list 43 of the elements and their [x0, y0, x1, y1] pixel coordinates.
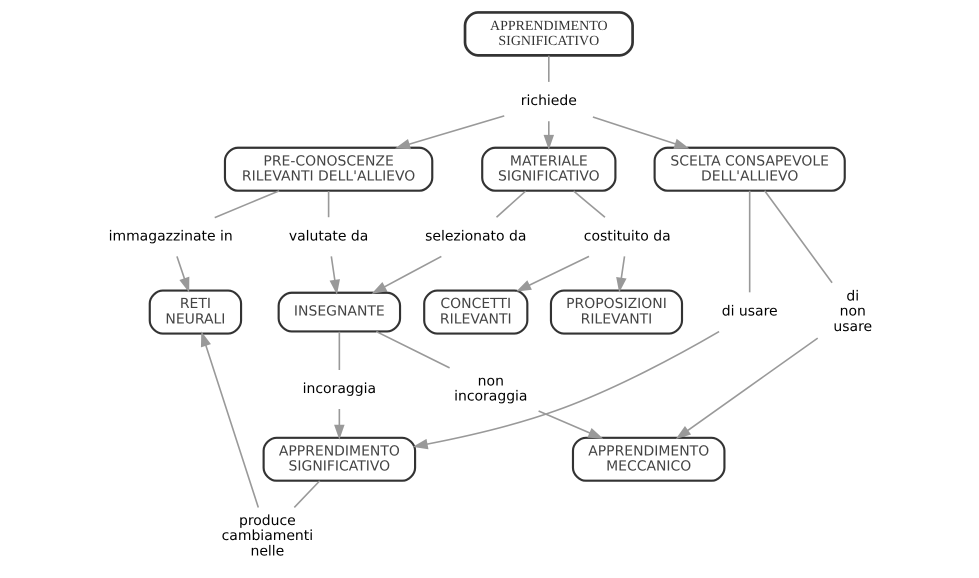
node-text: immagazzinate in: [108, 228, 232, 245]
node-box: SCELTA CONSAPEVOLE DELL'ALLIEVO: [653, 146, 846, 192]
connector: [293, 480, 320, 508]
node-text: richiede: [520, 93, 576, 110]
arrow: [616, 256, 626, 293]
node-text: costituito da: [583, 228, 670, 245]
node-box: APPRENDIMENTO MECCANICO: [571, 436, 725, 482]
node-text: selezionato da: [424, 228, 526, 245]
node-box: CONCETTI RILEVANTI: [422, 290, 528, 335]
node-box: APPRENDIMENTO SIGNIFICATIVO: [463, 11, 634, 57]
arrow: [176, 256, 189, 293]
arrow: [543, 121, 554, 150]
arrow: [592, 116, 689, 149]
connector: [495, 190, 526, 218]
node-text: non incoraggia: [454, 374, 527, 405]
arrow: [329, 256, 340, 295]
arrow: [200, 331, 259, 508]
connector: [764, 190, 832, 284]
node-box: PROPOSIZIONI RILEVANTI: [549, 290, 683, 335]
arrow: [371, 256, 442, 294]
connector: [572, 190, 605, 218]
arrow: [394, 115, 504, 150]
node-text: di usare: [721, 304, 778, 320]
node-text: di non usare: [832, 288, 872, 335]
node-box: PRE-CONOSCENZE RILEVANTI DELL'ALLIEVO: [223, 146, 433, 192]
arrow: [334, 409, 344, 440]
node-box: APPRENDIMENTO SIGNIFICATIVO: [262, 436, 416, 482]
connector: [327, 191, 329, 218]
arrow: [412, 330, 719, 450]
connector: [338, 332, 340, 370]
connector: [548, 56, 550, 82]
node-box: MATERIALE SIGNIFICATIVO: [480, 146, 616, 192]
connector: [214, 190, 279, 218]
connector: [748, 190, 750, 292]
arrow: [538, 410, 603, 439]
node-text: incoraggia: [302, 381, 376, 398]
arrow: [516, 256, 589, 292]
arrow: [675, 337, 818, 439]
connector: [376, 330, 450, 369]
node-box: INSEGNANTE: [277, 292, 401, 332]
node-text: valutate da: [288, 228, 368, 245]
node-text: produce cambiamenti nelle: [221, 513, 313, 560]
node-box: RETI NEURALI: [148, 290, 242, 335]
